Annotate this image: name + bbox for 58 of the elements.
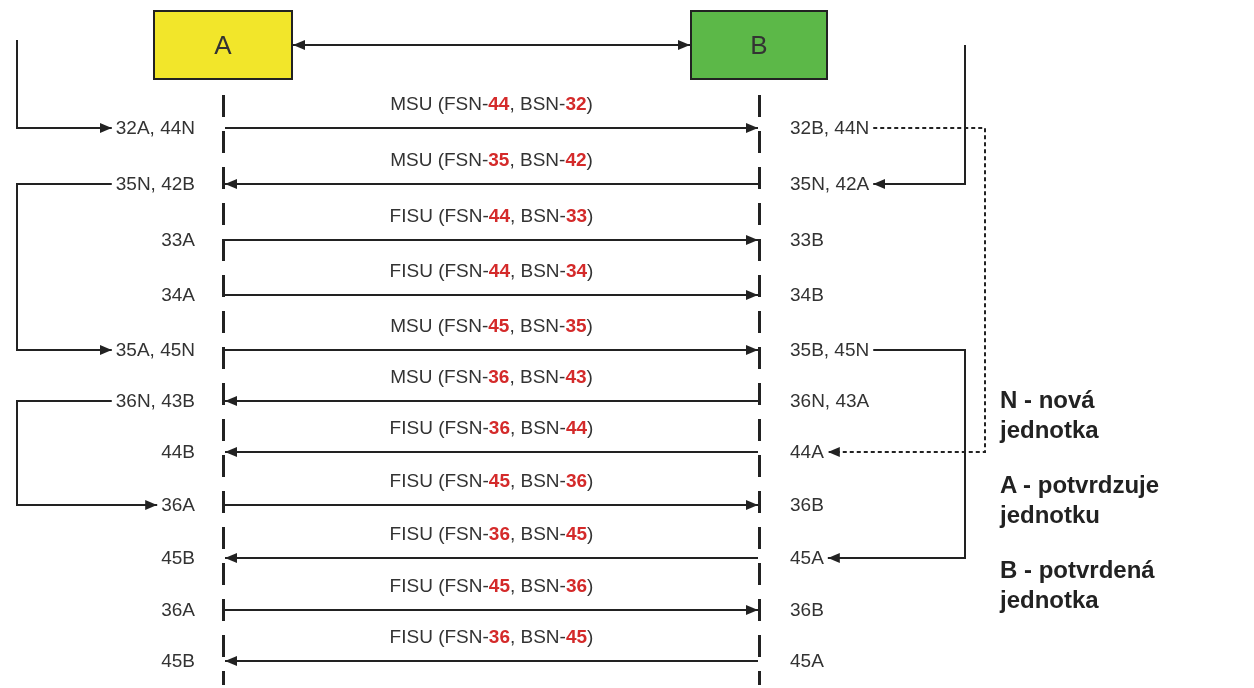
- state-label: 36B: [790, 598, 824, 622]
- arrow: [224, 179, 759, 189]
- message-label: MSU (FSN-45, BSN-35): [390, 314, 593, 338]
- legend-note: B - potvrdená jednotka: [1000, 555, 1156, 615]
- state-label: 45A: [790, 546, 824, 570]
- message-label: FISU (FSN-36, BSN-45): [389, 625, 594, 649]
- arrow: [224, 396, 759, 406]
- arrow: [224, 235, 759, 245]
- state-label: 36A: [161, 493, 195, 517]
- state-label: 35N, 42A: [790, 172, 870, 196]
- participant-box: B: [690, 10, 828, 80]
- state-label: 45A: [790, 649, 824, 673]
- dashed-arrow: [826, 127, 986, 457]
- message-label: FISU (FSN-44, BSN-33): [389, 204, 594, 228]
- message-label: FISU (FSN-36, BSN-44): [389, 416, 594, 440]
- lifeline: [222, 95, 225, 685]
- state-label: 45B: [161, 649, 195, 673]
- state-label: 45B: [161, 546, 195, 570]
- arrow: [224, 345, 759, 355]
- participant-box: A: [153, 10, 293, 80]
- arrow: [826, 349, 966, 563]
- state-label: 32A, 44N: [115, 116, 195, 140]
- arrow: [224, 290, 759, 300]
- arrow: [224, 553, 759, 563]
- state-label: 34A: [161, 283, 195, 307]
- state-label: 33A: [161, 228, 195, 252]
- state-label: 36B: [790, 493, 824, 517]
- arrow: [16, 183, 113, 355]
- message-label: FISU (FSN-44, BSN-34): [389, 259, 594, 283]
- legend-note: N - nová jednotka: [1000, 385, 1100, 445]
- state-label: 34B: [790, 283, 824, 307]
- arrow: [224, 656, 759, 666]
- message-label: MSU (FSN-36, BSN-43): [390, 365, 593, 389]
- message-label: MSU (FSN-44, BSN-32): [390, 92, 593, 116]
- arrow: [224, 500, 759, 510]
- message-label: FISU (FSN-45, BSN-36): [389, 574, 594, 598]
- state-label: 36A: [161, 598, 195, 622]
- legend-note: A - potvrdzuje jednotku: [1000, 470, 1161, 530]
- message-label: FISU (FSN-45, BSN-36): [389, 469, 594, 493]
- arrow: [292, 40, 691, 50]
- message-label: MSU (FSN-35, BSN-42): [390, 148, 593, 172]
- arrow: [16, 39, 113, 133]
- state-label: 36N, 43B: [115, 389, 195, 413]
- state-label: 35N, 42B: [115, 172, 195, 196]
- state-label: 35A, 45N: [115, 338, 195, 362]
- arrow: [224, 447, 759, 457]
- state-label: 36N, 43A: [790, 389, 870, 413]
- lifeline: [758, 95, 761, 685]
- arrow: [872, 44, 966, 189]
- arrow: [224, 605, 759, 615]
- state-label: 32B, 44N: [790, 116, 870, 140]
- message-label: FISU (FSN-36, BSN-45): [389, 522, 594, 546]
- arrow: [224, 123, 759, 133]
- state-label: 35B, 45N: [790, 338, 870, 362]
- state-label: 44A: [790, 440, 824, 464]
- state-label: 44B: [161, 440, 195, 464]
- state-label: 33B: [790, 228, 824, 252]
- arrow: [16, 400, 159, 510]
